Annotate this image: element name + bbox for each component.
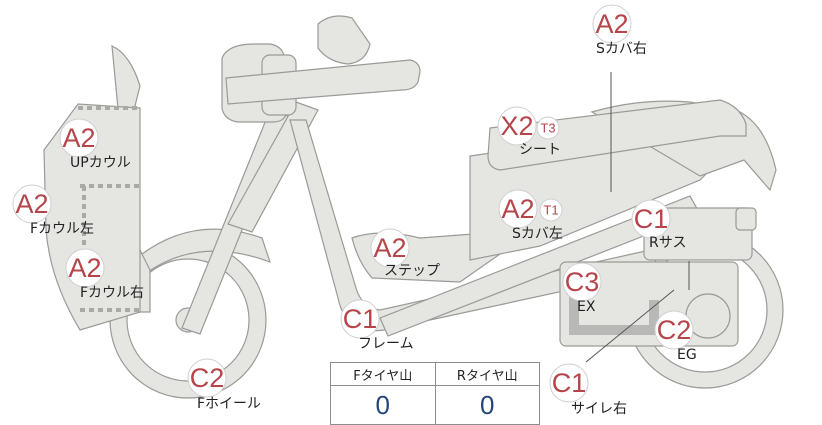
grade-circle	[498, 189, 538, 229]
grade-badge-seat: X2 T3 シート	[497, 106, 561, 158]
grade-code: A2	[373, 233, 406, 263]
part-label-f-cowl-right: Fカウル右	[80, 285, 144, 301]
part-label-s-cover-right-top: Sカバ右	[596, 41, 647, 57]
exhaust-pipe	[569, 290, 659, 335]
part-label-up-cowl: UPカウル	[70, 155, 131, 171]
rear-tire-tread-header: Rタイヤ山	[434, 362, 540, 386]
part-label-f-wheel: Fホイール	[197, 396, 261, 412]
handlebar-cover	[225, 59, 421, 105]
part-label-silencer-right: サイレ右	[571, 401, 627, 417]
part-label-r-suspension: Rサス	[649, 235, 686, 251]
grade-badge-frame: C1 フレーム	[340, 299, 414, 352]
leader-line-silencer	[585, 289, 675, 363]
grade-code: A2	[15, 189, 48, 219]
grade-code: C2	[657, 315, 692, 345]
grade-code: A2	[62, 123, 95, 153]
rear-tire-tread-value: 0	[434, 385, 540, 425]
grade-code: A2	[68, 253, 101, 283]
part-label-engine: EG	[677, 347, 697, 363]
grade-code: A2	[501, 194, 534, 224]
sub-grade-code: T3	[540, 121, 555, 136]
part-label-seat: シート	[519, 142, 561, 158]
grade-circle	[549, 363, 589, 403]
part-label-step: ステップ	[384, 263, 440, 279]
front-tire-tread-header: Fタイヤ山	[330, 362, 436, 386]
sub-grade-circle	[539, 198, 563, 222]
grade-circle	[631, 199, 671, 239]
mirror	[317, 15, 371, 65]
part-label-s-cover-left: Sカバ左	[512, 226, 563, 242]
grade-circle	[12, 184, 52, 224]
grade-code: X2	[500, 111, 533, 141]
sub-grade-code: T1	[543, 203, 558, 218]
cowl-panel-lines	[78, 106, 140, 312]
grade-circle	[65, 248, 105, 288]
grade-circle	[654, 310, 694, 350]
seat	[487, 99, 747, 171]
tire-tread-table: Fタイヤ山 Rタイヤ山 0 0	[330, 362, 540, 425]
grade-code: C2	[190, 363, 225, 393]
part-label-exhaust: EX	[577, 299, 596, 315]
grade-code: C1	[552, 368, 587, 398]
grade-code: C3	[565, 267, 600, 297]
front-tire-tread-value: 0	[330, 385, 436, 425]
grade-circle	[562, 262, 602, 302]
grade-circle	[592, 4, 632, 44]
part-label-frame: フレーム	[358, 336, 414, 352]
sub-grade-circle	[536, 116, 560, 140]
grade-circle	[59, 118, 99, 158]
part-label-f-cowl-left: Fカウル左	[30, 221, 94, 237]
grade-code: C1	[343, 304, 378, 334]
grade-badge-silencer-right: C1 サイレ右	[549, 363, 627, 417]
grade-circle	[497, 106, 537, 146]
grade-circle	[370, 228, 410, 268]
shock-mount	[735, 207, 757, 231]
grade-code: C1	[634, 204, 669, 234]
grade-code: A2	[595, 9, 628, 39]
grade-circle	[340, 299, 380, 339]
grade-circle	[187, 358, 227, 398]
